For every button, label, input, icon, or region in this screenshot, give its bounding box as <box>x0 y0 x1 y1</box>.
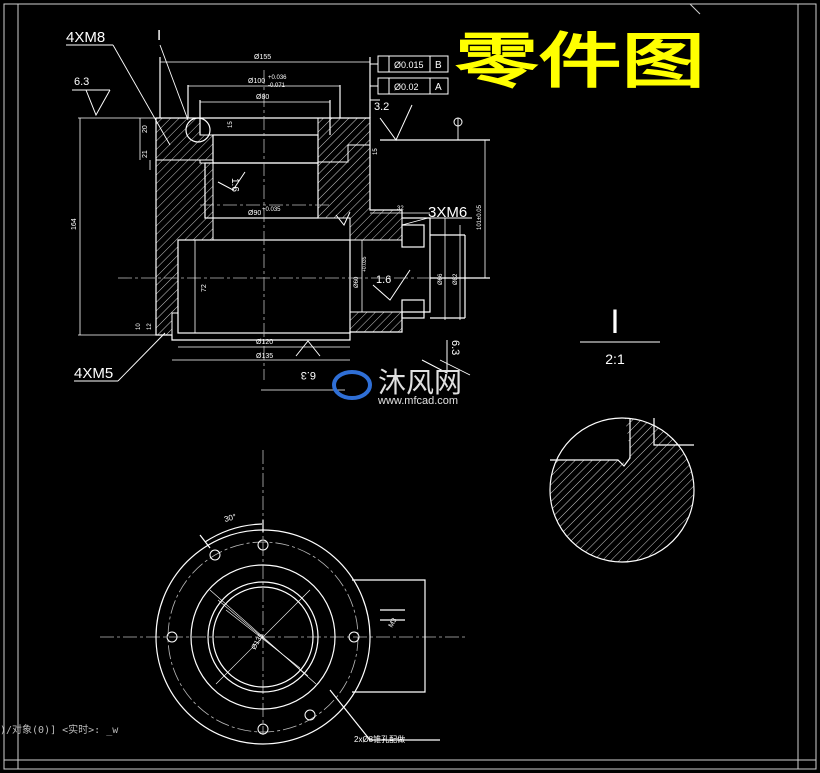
watermark-brand: 沐风网 <box>378 366 462 399</box>
command-line[interactable]: )/对象(0)] <实时>: _w <box>0 725 119 736</box>
detail-scale: 2:1 <box>605 351 625 367</box>
roughness-top-left: 6.3 <box>74 76 89 88</box>
dim-tol-upper: +0.036 <box>268 75 287 81</box>
dim-tol-90: +0.035 <box>262 207 281 213</box>
watermark: 沐风网 www.mfcad.com <box>332 366 462 407</box>
dim-tol-lower: -0.071 <box>268 83 286 89</box>
tol-frame-2-datum: A <box>435 82 442 93</box>
drawing-title: 零件图 <box>455 27 705 97</box>
dim-15b: 15 <box>373 148 379 155</box>
bolt-holes <box>166 539 360 735</box>
top-view: 30° 2xØ8锥孔配做 M3 Ø135 <box>100 450 465 745</box>
tolerance-frames <box>370 55 449 101</box>
angle-30: 30° <box>223 512 237 524</box>
dim-21: 21 <box>142 150 149 158</box>
watermark-url: www.mfcad.com <box>377 395 458 407</box>
dim-d82: Ø82 <box>453 273 459 285</box>
dim-15: 15 <box>228 121 234 128</box>
bore-upper <box>212 134 319 164</box>
dim-d66: Ø66 <box>438 273 444 285</box>
roughness-top-right: 3.2 <box>374 101 389 113</box>
drawing-frame <box>3 3 817 770</box>
dim-d155: Ø155 <box>254 54 271 61</box>
hole-note: 2xØ8锥孔配做 <box>354 734 405 744</box>
dim-tol-60: +0.035 <box>362 256 368 272</box>
detail-view: I 2:1 <box>549 303 695 563</box>
dim-d80: Ø80 <box>256 94 269 101</box>
section-hatch <box>155 117 403 336</box>
dim-164: 164 <box>71 218 78 230</box>
dim-10: 10 <box>136 323 142 330</box>
roughness-bottom: 6.3 <box>301 369 316 381</box>
dim-d120: Ø120 <box>256 339 273 346</box>
dim-20: 20 <box>142 125 149 133</box>
callout-3xm6: 3XM6 <box>428 204 467 221</box>
callout-4xm8: 4XM8 <box>66 29 105 46</box>
tol-frame-1-value: Ø0.015 <box>394 60 424 70</box>
front-section-view: 4XM8 4XM5 3XM6 I 6.3 3.2 6.3 6.3 1.6 1.6… <box>66 27 490 391</box>
dim-d90: Ø90 <box>248 210 261 217</box>
detail-circle-marker <box>185 117 211 143</box>
tol-frame-2-value: Ø0.02 <box>394 82 419 92</box>
roughness-bore-top: 1.6 <box>229 178 240 192</box>
roughness-bore-mid: 1.6 <box>376 274 391 286</box>
tol-frame-1-datum: B <box>435 60 442 71</box>
dim-d135: Ø135 <box>256 353 273 360</box>
dim-12: 12 <box>147 323 153 330</box>
thread-m3: M3 <box>388 617 399 629</box>
dim-d60: Ø60 <box>354 276 360 288</box>
dim-d100: Ø100 <box>248 78 265 85</box>
dim-72: 72 <box>201 284 208 292</box>
callout-4xm5: 4XM5 <box>74 365 113 382</box>
roughness-side-right: 6.3 <box>449 340 461 355</box>
dim-32: 32 <box>397 206 404 212</box>
detail-marker-label: I <box>157 27 161 44</box>
dim-101: 101±0.05 <box>477 204 483 230</box>
detail-label: I <box>610 303 619 341</box>
